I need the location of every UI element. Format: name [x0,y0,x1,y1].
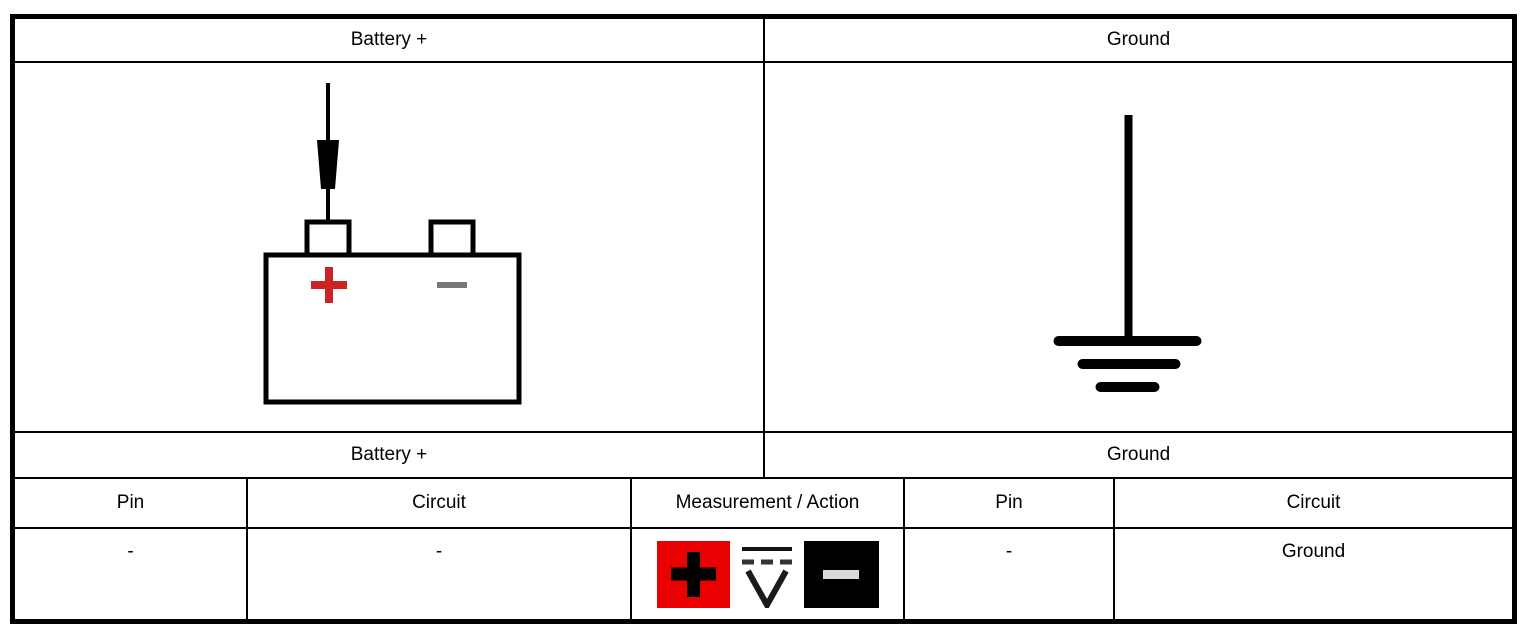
battery-probe-drawing [263,83,522,405]
battery-diagram [15,63,765,431]
black-negative-probe-icon [803,540,879,608]
diagram-row [15,63,1512,433]
red-positive-probe-icon [656,540,730,608]
col-header-pin-right: Pin [905,479,1115,527]
value-row: - - - Ground [15,529,1512,619]
header-battery-plus: Battery + [15,19,765,61]
col-header-measurement-action: Measurement / Action [632,479,905,527]
mid-label-row: Battery + Ground [15,433,1512,479]
column-header-row: Pin Circuit Measurement / Action Pin Cir… [15,479,1512,529]
measurement-table: Battery + Ground [10,14,1517,624]
header-ground: Ground [1106,29,1171,50]
value-circuit-left: - [248,529,632,619]
dc-voltage-icon [741,546,792,608]
label-ground: Ground [1106,444,1171,465]
value-pin-left: - [15,529,248,619]
ground-symbol-drawing [1053,115,1202,392]
ground-diagram [765,63,1512,431]
col-header-circuit-right: Circuit [1286,492,1341,513]
top-header-row: Battery + Ground [15,19,1512,63]
minus-glyph [823,569,859,579]
value-circuit-right: Ground [1281,541,1346,562]
plus-glyph [670,551,716,597]
value-pin-right: - [905,529,1115,619]
col-header-pin-left: Pin [15,479,248,527]
measurement-action-icons [632,529,905,619]
col-header-circuit-left: Circuit [248,479,632,527]
label-battery-plus: Battery + [15,433,765,477]
